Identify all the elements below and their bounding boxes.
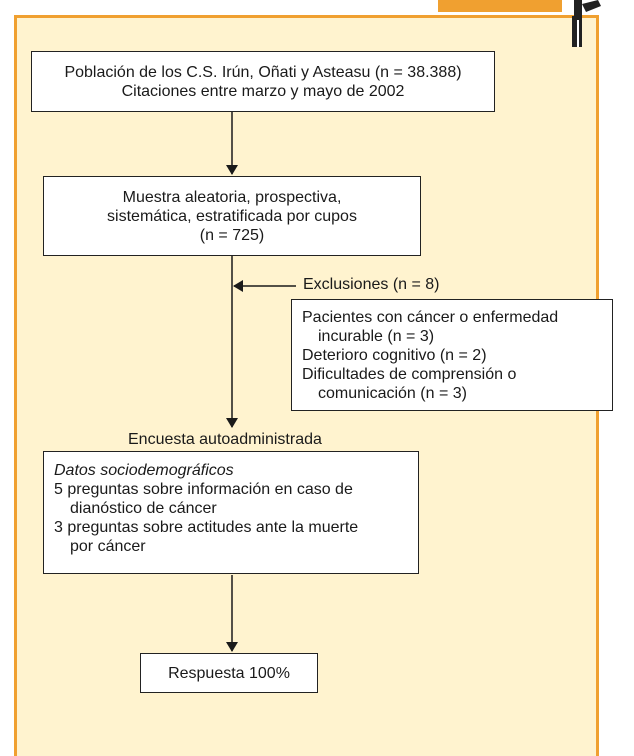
poblacion-line1: Población de los C.S. Irún, Oñati y Aste… [64,63,462,81]
encuesta-box: Datos sociodemográficos 5 preguntas sobr… [43,451,419,574]
person-icon [572,0,601,47]
respuesta-box: Respuesta 100% [140,653,318,693]
exclusion-1-line2: incurable (n = 3) [318,328,435,345]
muestra-line1: Muestra aleatoria, prospectiva, [122,188,342,206]
exclusiones-title: Exclusiones (n = 8) [303,276,440,293]
exclusion-2-line1: Deterioro cognitivo (n = 2) [302,347,487,364]
muestra-box: Muestra aleatoria, prospectiva, sistemát… [43,176,421,256]
poblacion-line2: Citaciones entre marzo y mayo de 2002 [121,82,405,100]
exclusiones-box: Pacientes con cáncer o enfermedad incura… [291,299,613,411]
muestra-line2: sistemática, estratificada por cupos [107,207,357,225]
pregunta-2-line1: 3 preguntas sobre actitudes ante la muer… [54,519,359,536]
exclusion-3-line1: Dificultades de comprensión o [302,366,517,383]
exclusion-1-line1: Pacientes con cáncer o enfermedad [302,309,559,326]
poblacion-box: Población de los C.S. Irún, Oñati y Aste… [31,51,495,112]
datos-sociodemograficos: Datos sociodemográficos [54,462,234,479]
respuesta-label: Respuesta 100% [168,664,290,682]
pregunta-1-line2: dianóstico de cáncer [70,500,217,517]
pregunta-2-line2: por cáncer [70,538,146,555]
muestra-line3: (n = 725) [199,226,265,244]
header-tab [438,0,562,12]
exclusion-3-line2: comunicación (n = 3) [318,385,467,402]
pregunta-1-line1: 5 preguntas sobre información en caso de [54,481,353,498]
encuesta-title: Encuesta autoadministrada [128,431,322,448]
